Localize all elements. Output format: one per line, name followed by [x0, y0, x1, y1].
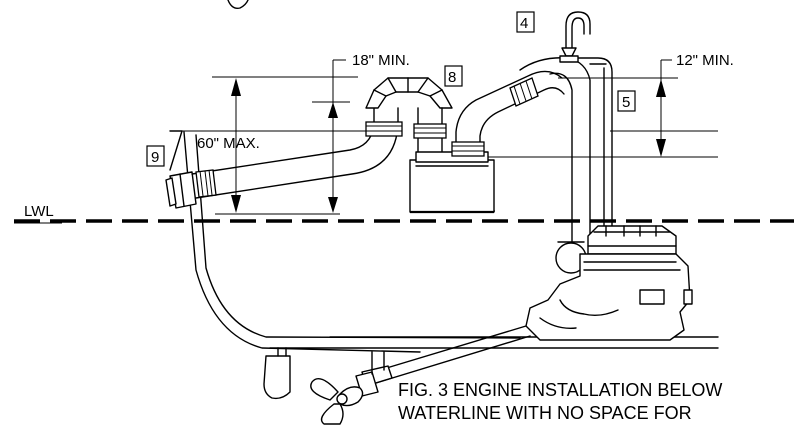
riser-down-leg	[413, 107, 447, 153]
dimension-12-min	[656, 59, 672, 157]
propeller	[310, 378, 364, 425]
svg-text:8: 8	[448, 69, 456, 86]
rudder	[263, 347, 291, 400]
partial-curve	[227, 0, 249, 10]
figure-caption-line-2: WATERLINE WITH NO SPACE FOR	[398, 403, 692, 423]
siphon-break-vent	[559, 11, 591, 63]
svg-text:5: 5	[622, 94, 630, 111]
marine-engine	[525, 225, 693, 341]
dimension-18-min	[328, 59, 346, 213]
transom-exhaust-outlet	[165, 171, 197, 209]
svg-text:4: 4	[520, 15, 528, 32]
callout-8: 8	[444, 65, 463, 87]
dimension-60-max	[231, 78, 241, 213]
callout-9: 9	[146, 145, 165, 167]
exhaust-hose-forward	[451, 70, 565, 157]
label-60-max: 60" MAX.	[197, 135, 260, 152]
label-12-min: 12" MIN.	[676, 52, 734, 69]
waterline-label: LWL	[24, 203, 54, 220]
engine-riser	[519, 57, 613, 243]
waterlift-muffler	[409, 151, 495, 214]
label-18-min: 18" MIN.	[352, 52, 410, 69]
svg-text:9: 9	[151, 149, 159, 166]
callout-5: 5	[617, 90, 636, 112]
callout-4: 4	[516, 11, 535, 33]
riser-loop	[365, 77, 453, 109]
exhaust-hose-aft	[191, 107, 403, 199]
figure-caption-line-1: FIG. 3 ENGINE INSTALLATION BELOW	[398, 380, 722, 400]
